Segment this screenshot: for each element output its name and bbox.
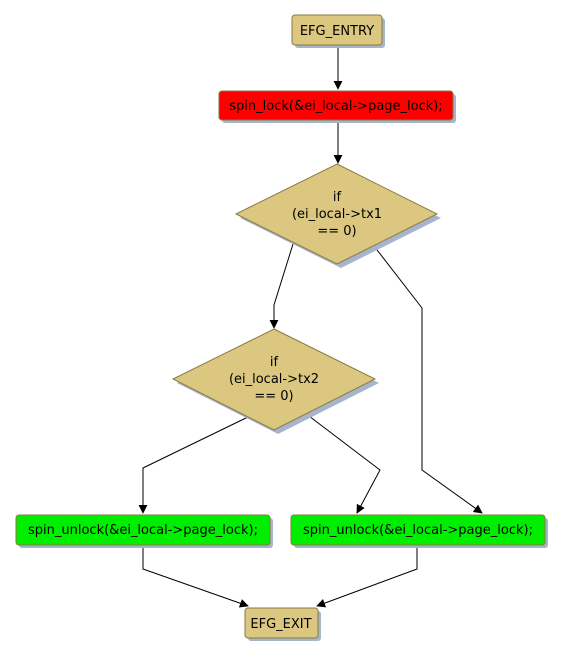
node-unlock-right[interactable]: spin_unlock(&ei_local->page_lock); — [290, 514, 548, 548]
node-label: spin_lock(&ei_local->page_lock); — [229, 99, 442, 114]
node-efg-exit[interactable]: EFG_EXIT — [244, 607, 321, 641]
node-label: EFG_ENTRY — [300, 24, 374, 39]
node-label: spin_unlock(&ei_local->page_lock); — [28, 523, 258, 538]
edge-if-tx1-to-if-tx2 — [269, 243, 294, 329]
node-if-tx2[interactable]: if (ei_local->tx2 == 0) — [171, 328, 379, 434]
node-if-tx1[interactable]: if (ei_local->tx1 == 0) — [234, 163, 441, 268]
edge-if-tx2-to-unlock-right — [304, 412, 381, 514]
node-label-line-1: if — [270, 355, 279, 370]
edge-if-tx1-to-unlock-right — [373, 245, 483, 514]
node-label-line-2: (ei_local->tx2 — [229, 372, 319, 387]
node-unlock-left[interactable]: spin_unlock(&ei_local->page_lock); — [15, 514, 273, 548]
edge-if-tx2-to-unlock-left — [138, 416, 249, 514]
node-efg-entry[interactable]: EFG_ENTRY — [291, 14, 385, 48]
edge-unlock-right-to-exit — [316, 543, 418, 608]
edge-unlock-left-to-exit — [142, 543, 249, 608]
node-label: EFG_EXIT — [250, 617, 311, 632]
node-label-line-3: == 0) — [254, 389, 293, 404]
edges — [138, 46, 483, 608]
node-label: spin_unlock(&ei_local->page_lock); — [303, 523, 533, 538]
node-label-line-2: (ei_local->tx1 — [292, 207, 382, 222]
node-label-line-1: if — [333, 190, 342, 205]
node-label-line-3: == 0) — [317, 224, 356, 239]
node-spin-lock[interactable]: spin_lock(&ei_local->page_lock); — [218, 90, 456, 123]
